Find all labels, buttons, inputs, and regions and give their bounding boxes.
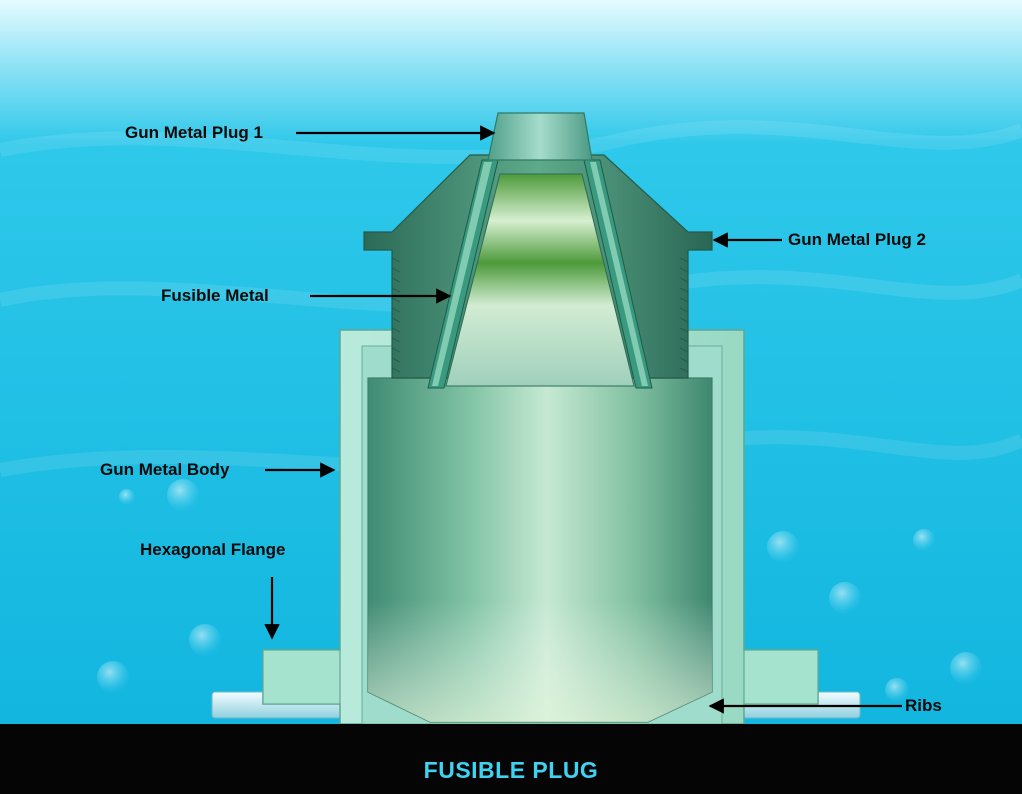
- diagram-caption: FUSIBLE PLUG: [423, 757, 599, 783]
- label-gun-metal-plug-2: Gun Metal Plug 2: [788, 230, 926, 249]
- footer-bar: [0, 724, 1022, 794]
- body-cylinder: [367, 377, 713, 723]
- label-gun-metal-plug-1: Gun Metal Plug 1: [125, 123, 263, 142]
- fusible-metal: [427, 159, 653, 389]
- annotation-arrows: [264, 125, 902, 714]
- label-gun-metal-body: Gun Metal Body: [100, 460, 230, 479]
- label-ribs: Ribs: [905, 696, 942, 715]
- label-hexagonal-flange: Hexagonal Flange: [140, 540, 286, 559]
- label-fusible-metal: Fusible Metal: [161, 286, 269, 305]
- gun-metal-plug-1: [487, 112, 593, 161]
- hexagonal-flange: [262, 649, 819, 705]
